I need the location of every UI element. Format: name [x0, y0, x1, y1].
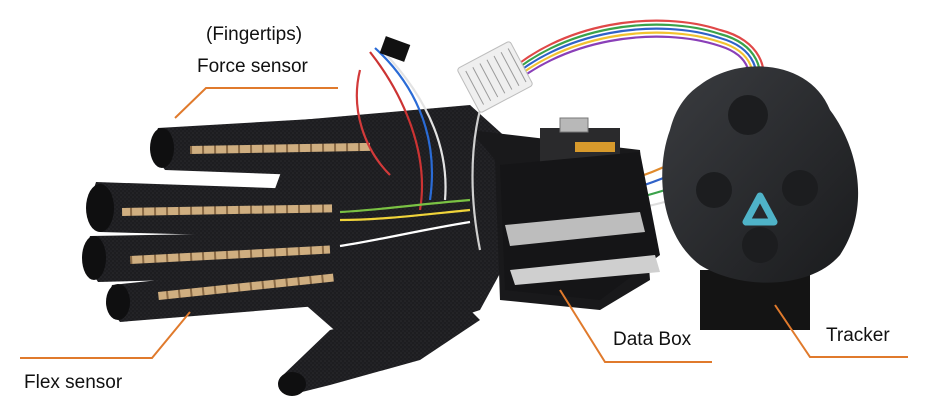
flex-sensor-label: Flex sensor — [24, 372, 123, 393]
thumb — [280, 300, 480, 395]
flex-sensor-pointer — [20, 311, 191, 359]
flex-strip-ring — [129, 245, 331, 264]
annotation-lines — [20, 87, 908, 363]
tracker-device — [662, 66, 859, 330]
flex-strip-middle — [121, 204, 333, 216]
data-box-pointer — [559, 289, 712, 363]
tracker-label: Tracker — [826, 325, 890, 346]
data-box-label: Data Box — [613, 329, 692, 350]
fingertips-label: (Fingertips) — [206, 24, 303, 45]
flex-strip-index — [189, 142, 371, 154]
triangle-logo-icon — [742, 192, 778, 226]
force-sensor-pointer — [174, 87, 338, 119]
data-box — [500, 117, 660, 300]
connector — [379, 36, 533, 113]
force-sensor-label: Force sensor — [197, 56, 308, 77]
flex-sensors — [121, 142, 371, 300]
flex-strip-little — [158, 273, 334, 300]
tracker-pointer — [774, 304, 908, 358]
